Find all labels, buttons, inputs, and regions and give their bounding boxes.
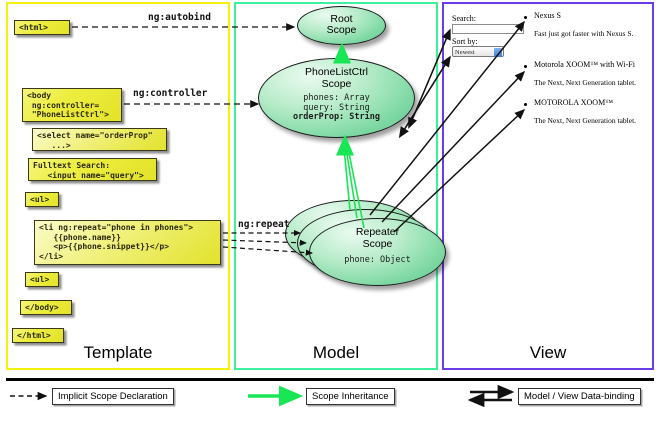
view-phone-snippet: The Next, Next Generation tablet.: [534, 78, 637, 87]
wire-label-ng-controller: ng:controller: [133, 88, 208, 99]
code-box-ul-open[interactable]: <ul>: [25, 192, 59, 207]
scope-ellipse-root[interactable]: Root Scope: [297, 6, 386, 45]
code-box-search-input[interactable]: Fulltext Search: <input name="query">: [28, 158, 157, 181]
code-box-ul-close[interactable]: <ul>: [25, 272, 59, 287]
legend-item-model-view-data-binding: Model / View Data-binding: [518, 388, 641, 405]
chevron-down-icon[interactable]: [494, 48, 502, 57]
code-box-body-open[interactable]: <body ng:controller= "PhoneListCtrl">: [22, 88, 122, 122]
view-sort-selected-value: Newest: [455, 49, 475, 56]
scope-ellipse-phonelistctrl[interactable]: PhoneListCtrl Scope phones: Array query:…: [258, 58, 415, 138]
legend-item-implicit-scope-declaration: Implicit Scope Declaration: [52, 388, 174, 405]
view-phone-snippet: Fast just got faster with Nexus S.: [534, 29, 634, 38]
wire-label-ng-autobind: ng:autobind: [148, 12, 211, 23]
code-box-select[interactable]: <select name="orderProp" ...>: [32, 128, 167, 151]
legend-item-scope-inheritance: Scope Inheritance: [306, 388, 395, 405]
view-phone-name[interactable]: Nexus S: [534, 11, 561, 20]
scope-root-title-2: Scope: [326, 24, 357, 36]
view-sort-select[interactable]: Newest: [452, 46, 504, 57]
scope-ctrl-title-1: PhoneListCtrl: [304, 66, 369, 78]
scope-ctrl-prop-phones: phones: Array: [303, 93, 370, 103]
view-sort-label: Sort by:: [452, 37, 478, 46]
view-phone-snippet: The Next, Next Generation tablet.: [534, 116, 637, 125]
scope-ctrl-title-2: Scope: [321, 77, 352, 90]
scope-repeater-prop-phone: phone: Object: [344, 255, 411, 265]
scope-ctrl-prop-orderprop: orderProp: String: [293, 112, 380, 122]
code-box-body-close[interactable]: </body>: [20, 300, 72, 315]
scope-repeater-title-1: Repeater: [355, 226, 400, 238]
list-bullet-icon: [524, 65, 527, 68]
view-phone-name[interactable]: Motorola XOOM™ with Wi-Fi: [534, 60, 635, 69]
legend-glyph-databinding: [467, 384, 515, 408]
code-box-li-repeat[interactable]: <li ng:repeat="phone in phones"> {{phone…: [34, 220, 221, 265]
panel-model-label: Model: [312, 343, 360, 362]
panel-view-label: View: [529, 343, 567, 362]
code-box-html-open[interactable]: <html>: [14, 20, 70, 35]
view-phone-name[interactable]: MOTOROLA XOOM™: [534, 98, 614, 107]
list-bullet-icon: [524, 103, 527, 106]
scope-ctrl-prop-query: query: String: [303, 102, 370, 113]
scope-ellipse-repeater[interactable]: Repeater Scope phone: Object: [309, 218, 446, 286]
list-bullet-icon: [524, 16, 527, 19]
wire-label-ng-repeat: ng:repeat: [238, 219, 290, 230]
scope-root-title-1: Root: [330, 13, 353, 25]
scope-repeater-title-2: Scope: [362, 237, 393, 250]
panel-template-label: Template: [83, 343, 153, 362]
code-box-html-close[interactable]: </html>: [12, 328, 64, 343]
legend-divider: [6, 378, 654, 381]
view-search-input[interactable]: [452, 24, 524, 34]
view-search-label: Search:: [452, 14, 476, 23]
